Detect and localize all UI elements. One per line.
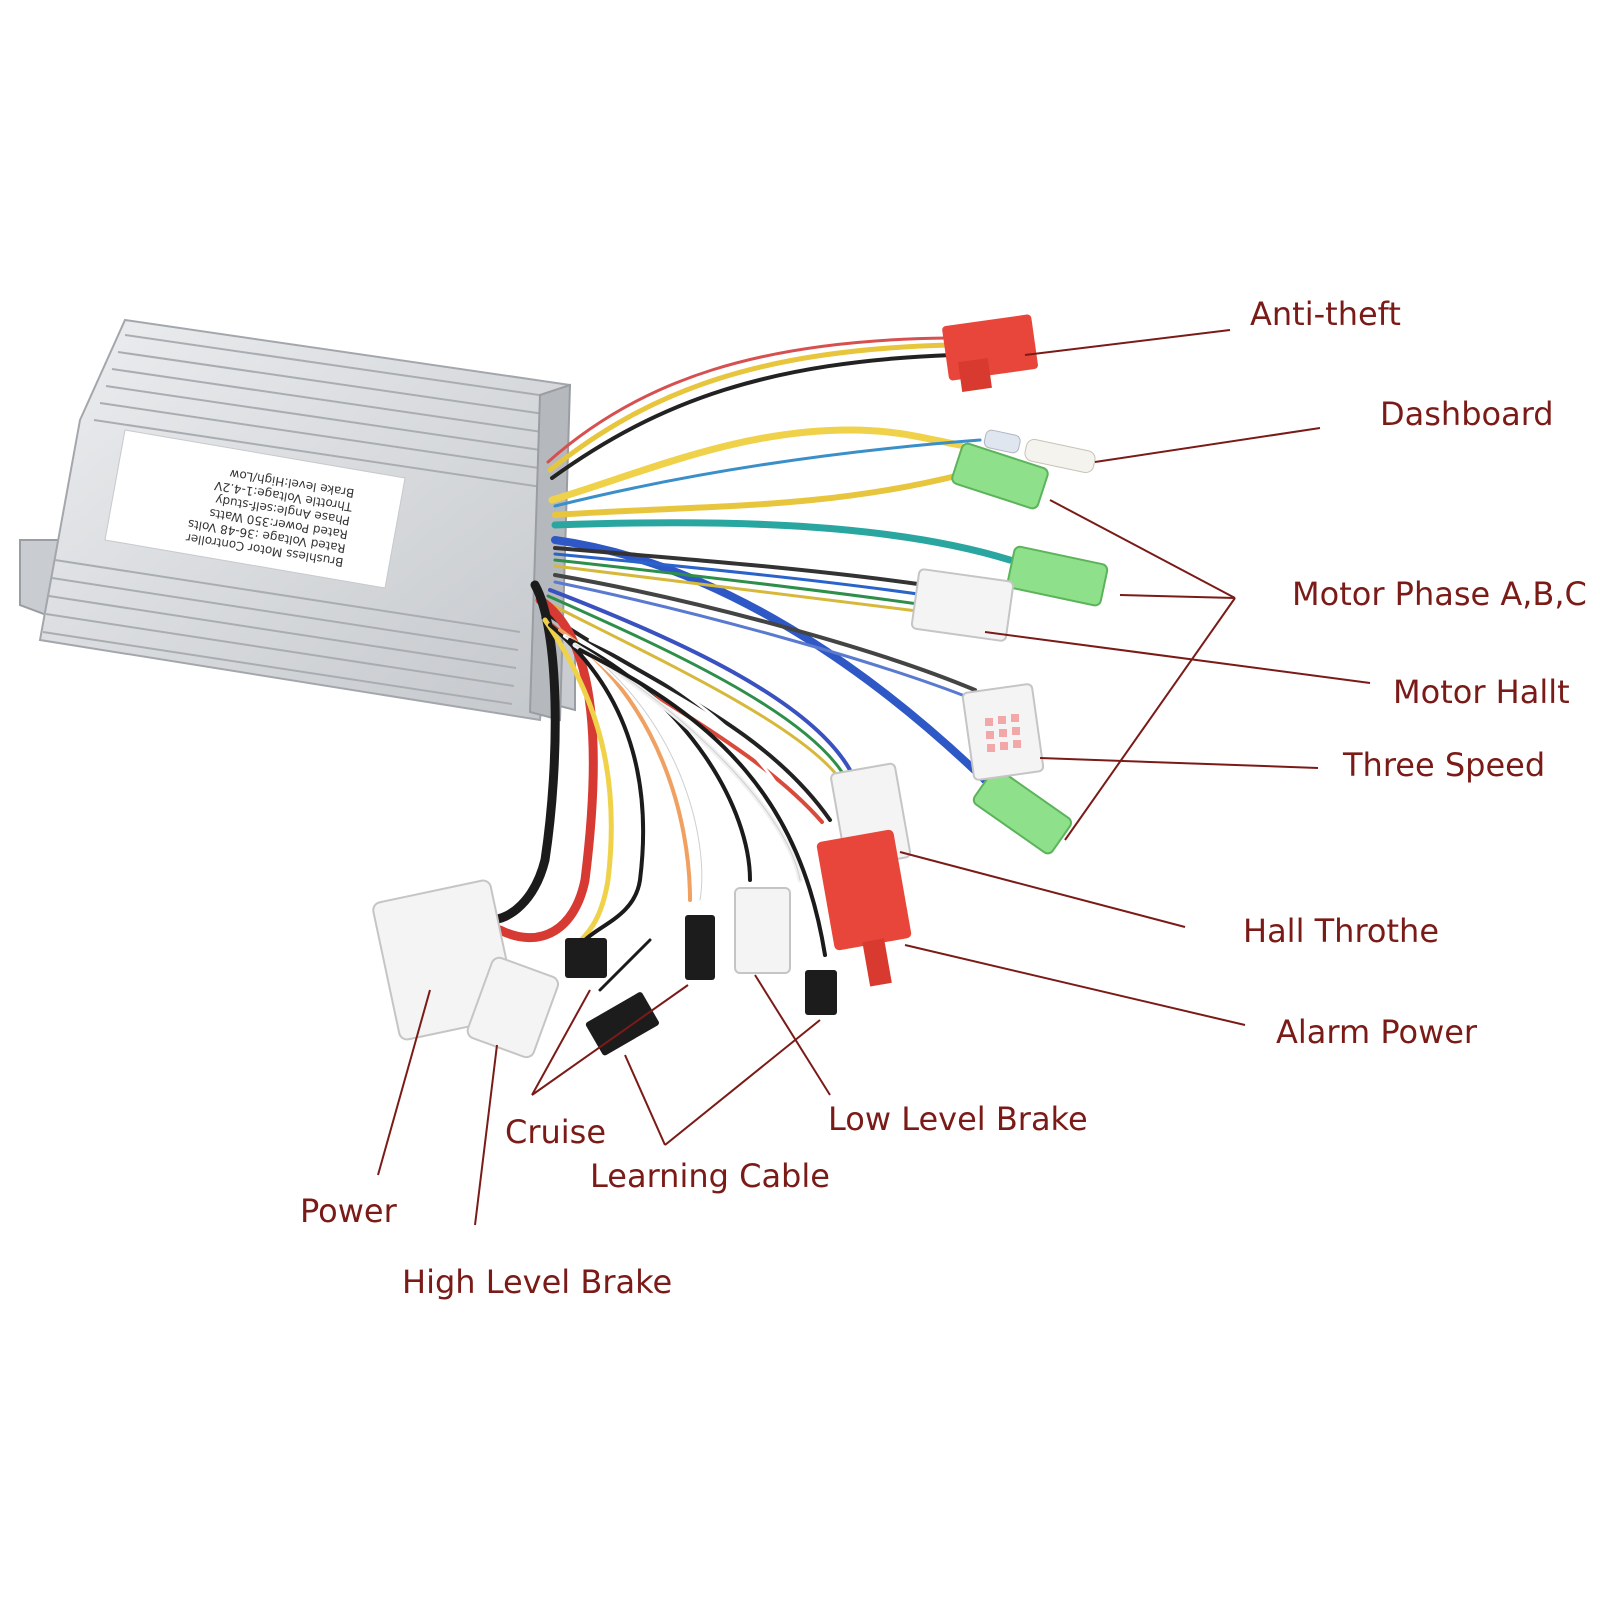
leader-learning-cable-a xyxy=(624,1054,666,1146)
leader-anti-theft xyxy=(1024,329,1231,356)
leader-lines xyxy=(377,329,1371,1226)
label-power: Power xyxy=(300,1192,398,1230)
leader-cruise-b xyxy=(531,984,689,1096)
leader-motor-phase-a xyxy=(1049,499,1236,599)
leader-cruise-a xyxy=(531,989,591,1096)
spec-sticker xyxy=(104,429,406,589)
leader-motor-hall xyxy=(984,631,1371,684)
leader-motor-phase-c xyxy=(1064,597,1236,841)
motor-hall-connector xyxy=(910,568,1015,642)
dashboard-connector xyxy=(983,429,1096,474)
cruise-plug xyxy=(565,938,607,978)
controller-housing: Brushless Motor Controller Rated Voltage… xyxy=(19,318,576,722)
label-motor-hall: Motor Hallt xyxy=(1393,673,1570,711)
leader-dashboard xyxy=(1094,427,1321,463)
spec-sticker-text: Brushless Motor Controller Rated Voltage… xyxy=(185,467,355,570)
low-level-brake-connector xyxy=(734,887,791,974)
callout-labels: Anti-theft Dashboard Motor Phase A,B,C M… xyxy=(300,295,1587,1301)
leader-hall-throttle xyxy=(899,851,1186,928)
label-dashboard: Dashboard xyxy=(1380,395,1554,433)
learning-cable-plug-2 xyxy=(585,992,659,1056)
low-level-brake-plug xyxy=(805,970,837,1015)
anti-theft-connector xyxy=(942,314,1038,392)
leader-low-level-brake xyxy=(754,974,831,1096)
leader-high-level-brake xyxy=(474,1044,498,1226)
learning-cable-plug xyxy=(685,915,715,980)
label-three-speed: Three Speed xyxy=(1342,746,1545,784)
three-speed-connector xyxy=(961,683,1045,781)
label-cruise: Cruise xyxy=(505,1113,606,1151)
leader-three-speed xyxy=(1039,757,1319,769)
label-hall-throttle: Hall Throthe xyxy=(1243,912,1439,950)
leader-power xyxy=(377,989,431,1176)
label-anti-theft: Anti-theft xyxy=(1250,295,1401,333)
leader-learning-cable-b xyxy=(664,1019,821,1146)
connectors xyxy=(372,314,1109,1059)
leader-motor-phase-b xyxy=(1119,594,1236,599)
alarm-power-connector xyxy=(816,829,912,987)
label-alarm-power: Alarm Power xyxy=(1276,1013,1478,1051)
phase-b-connector xyxy=(1006,545,1109,607)
phase-a-connector xyxy=(951,442,1049,510)
high-level-brake-connector xyxy=(466,956,560,1059)
label-motor-phase: Motor Phase A,B,C xyxy=(1292,575,1587,613)
leader-alarm-power xyxy=(904,944,1246,1026)
label-learning-cable: Learning Cable xyxy=(590,1157,830,1195)
label-high-level-brake: High Level Brake xyxy=(402,1263,672,1301)
phase-c-connector xyxy=(972,768,1073,855)
wire-harness xyxy=(485,336,1014,992)
label-low-level-brake: Low Level Brake xyxy=(828,1100,1088,1138)
